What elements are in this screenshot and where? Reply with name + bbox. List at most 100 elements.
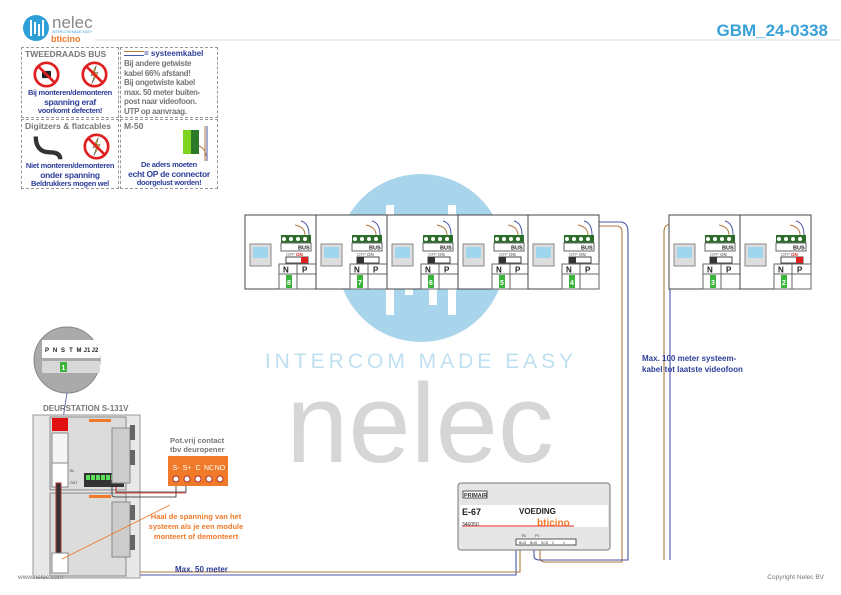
screw-terminal bbox=[194, 475, 202, 483]
cable-tap bbox=[583, 220, 593, 236]
n-label: N bbox=[496, 266, 502, 275]
contact-title-2: tbv deuropener bbox=[170, 445, 225, 454]
digitizers-line-1: Niet monteren/demonteren bbox=[25, 161, 115, 170]
address-jumper bbox=[286, 275, 292, 288]
off-label: OFF bbox=[499, 252, 508, 257]
monitor-screen bbox=[253, 247, 268, 258]
cable-tap bbox=[300, 220, 310, 236]
warning-line-3: monteert of demonteert bbox=[154, 532, 239, 541]
psu-primary: PRIMAIR bbox=[464, 493, 487, 499]
door-out-label: OUT bbox=[70, 481, 78, 485]
bus-label: BUS bbox=[581, 246, 593, 252]
screw-terminal bbox=[586, 237, 590, 241]
screw-terminal bbox=[565, 237, 569, 241]
no-voltage-icon bbox=[80, 61, 108, 88]
contact-terminal-label: S- bbox=[173, 465, 181, 472]
videophone-number: 7 bbox=[358, 280, 362, 287]
address-jumper bbox=[710, 275, 716, 288]
footer-website[interactable]: www.nelec.com bbox=[17, 574, 63, 581]
screw-terminal bbox=[289, 237, 293, 241]
cable-tap bbox=[795, 220, 805, 236]
on-label: ON bbox=[296, 252, 303, 257]
screw-terminal bbox=[516, 237, 520, 241]
info-box-m50: M-50 De aders moeten echt OP de connecto… bbox=[120, 119, 218, 189]
door-terminal-label: S bbox=[61, 348, 65, 354]
m50-title: M-50 bbox=[124, 121, 144, 131]
bus-line-3: voorkomt defecten! bbox=[37, 105, 103, 115]
on-label: ON bbox=[791, 252, 798, 257]
off-label: OFF bbox=[428, 252, 437, 257]
screw-terminal bbox=[438, 237, 442, 241]
cable-tap bbox=[513, 220, 523, 236]
logo-tagline: INTERCOM MADE EASY bbox=[52, 30, 93, 34]
bus-label: BUS bbox=[793, 246, 805, 252]
off-label: OFF bbox=[781, 252, 790, 257]
on-label: ON bbox=[720, 252, 727, 257]
address-jumper bbox=[428, 275, 434, 288]
cable-line: post naar videofoon. bbox=[124, 97, 197, 107]
max-50-label: Max. 50 meter bbox=[175, 565, 228, 574]
cable-tap bbox=[436, 224, 448, 236]
screw-terminal bbox=[509, 237, 513, 241]
door-terminal-label: T bbox=[69, 348, 73, 354]
cable-tap bbox=[718, 224, 730, 236]
cable-tap bbox=[577, 224, 589, 236]
bus-label-box bbox=[351, 242, 383, 252]
bus-label-box bbox=[280, 242, 312, 252]
warning-line-2: systeem als je een module bbox=[149, 522, 244, 531]
bus-label-box bbox=[775, 242, 807, 252]
door-terminal-label: N bbox=[53, 348, 57, 354]
cable-legend-icon bbox=[124, 51, 144, 57]
door-terminal-label: P bbox=[45, 348, 49, 354]
monitor-screen bbox=[748, 247, 763, 258]
on-label: ON bbox=[438, 252, 445, 257]
digitizers-line-2: onder spanning bbox=[40, 169, 100, 180]
screw-terminal bbox=[431, 237, 435, 241]
switch-knob bbox=[357, 257, 364, 263]
p-label: P bbox=[302, 266, 308, 275]
cable-tap bbox=[789, 224, 801, 236]
n-label: N bbox=[778, 266, 784, 275]
screw-terminal bbox=[784, 237, 788, 241]
psu-tk: TK bbox=[521, 533, 526, 538]
contact-terminal-label: S+ bbox=[183, 465, 192, 472]
flatcable-icon bbox=[33, 136, 63, 160]
monitor-screen bbox=[536, 247, 551, 258]
door-terminal-label: M bbox=[77, 348, 82, 354]
screw-terminal bbox=[495, 237, 499, 241]
p-label: P bbox=[373, 266, 379, 275]
screw-terminal bbox=[205, 475, 213, 483]
screw-terminal bbox=[374, 237, 378, 241]
screw-terminal bbox=[424, 237, 428, 241]
no-voltage-icon bbox=[83, 133, 110, 160]
door-station-title: DEURSTATION S-131V bbox=[43, 404, 129, 413]
m50-line-3: doorgelust worden! bbox=[136, 177, 202, 187]
no-plug-icon bbox=[32, 61, 60, 88]
bus-line-2: spanning eraf bbox=[44, 96, 96, 107]
off-label: OFF bbox=[357, 252, 366, 257]
bus-label: BUS bbox=[722, 246, 734, 252]
screw-terminal bbox=[798, 237, 802, 241]
logo-brand: bticino bbox=[51, 34, 81, 44]
videophone-number: 6 bbox=[429, 280, 433, 287]
cable-tap bbox=[371, 220, 381, 236]
psu-pi: PI bbox=[535, 533, 539, 538]
bus-label-box bbox=[493, 242, 525, 252]
screw-terminal bbox=[791, 237, 795, 241]
screw-terminal bbox=[172, 475, 180, 483]
on-label: ON bbox=[579, 252, 586, 257]
bus-label: BUS bbox=[440, 246, 452, 252]
psu-terminal-label: 2 bbox=[552, 541, 554, 545]
watermark-tagline: INTERCOM MADE EASY bbox=[265, 350, 577, 373]
switch-knob bbox=[499, 257, 506, 263]
address-jumper bbox=[357, 275, 363, 288]
videophone-number: 3 bbox=[711, 280, 715, 287]
videophone-number: 5 bbox=[500, 280, 504, 287]
document-code: GBM_24-0338 bbox=[716, 21, 828, 40]
monitor-screen bbox=[466, 247, 481, 258]
